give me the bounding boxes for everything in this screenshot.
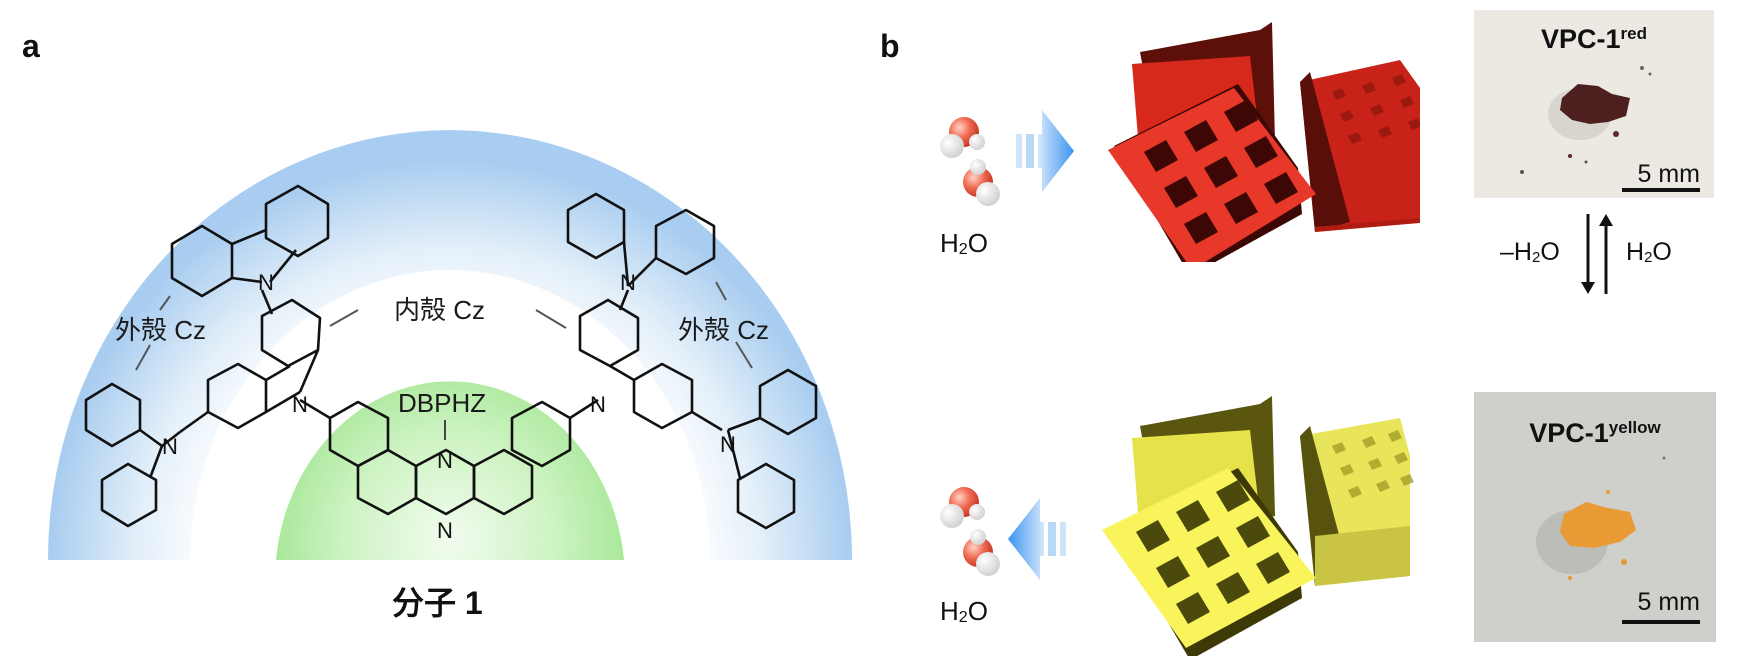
dehydration-label: –H2O [1500,238,1560,266]
outer-carbazole-bottom-left [84,382,181,528]
n-atom: N [258,270,274,295]
photo-vpc1-red: VPC-1red 5 mm [1474,10,1714,198]
yellow-powder-sample [1536,456,1666,580]
panel-b-label: b [880,28,900,64]
n-atom: N [590,392,606,417]
reversible-arrows-icon [1581,214,1613,294]
inner-shell-cz-label: 内殻 Cz [394,295,486,325]
photo-red-title: VPC-1red [1541,24,1647,54]
core-region [276,381,624,560]
panel-a-label: a [22,28,40,64]
yellow-porous-crystal [1102,396,1414,656]
water-label-top: H2O [940,228,988,258]
scale-bar-red [1622,188,1700,192]
dbphz-label: DBPHZ [398,388,487,418]
arrow-left-icon [1008,498,1066,580]
n-atom: N [162,434,178,459]
photo-yellow-title: VPC-1yellow [1529,418,1661,448]
molecule-diagram: N N N N N N N N [48,130,852,560]
n-atom: N [292,392,308,417]
inner-carbazole-left [179,289,322,434]
red-powder-sample [1520,66,1652,174]
outer-carbazole-top-right [566,192,716,287]
n-atom: N [620,270,636,295]
red-porous-crystal [1108,22,1420,262]
n-atom: N [437,518,453,543]
inner-carbazole-right [578,289,723,432]
outer-carbazole-bottom-right [726,368,818,530]
photo-vpc1-yellow: VPC-1yellow 5 mm [1474,392,1716,642]
n-atom: N [720,432,736,457]
scale-label-red: 5 mm [1637,160,1701,188]
water-label-bottom: H2O [940,596,988,626]
n-atom: N [437,448,453,473]
outer-shell-cz-label-right: 外殻 Cz [678,315,770,345]
outer-carbazole-top-left [170,184,330,298]
water-molecules-bottom [940,487,1000,576]
hydration-label: H2O [1626,238,1672,266]
scale-bar-yellow [1622,620,1700,624]
outer-shell-cz-label-left: 外殻 Cz [115,315,207,345]
arrow-right-icon [1016,110,1074,192]
molecule-title: 分子 1 [392,585,483,621]
water-molecules-top [940,117,1000,206]
dbphz-core [299,398,599,516]
scale-label-yellow: 5 mm [1637,588,1701,616]
